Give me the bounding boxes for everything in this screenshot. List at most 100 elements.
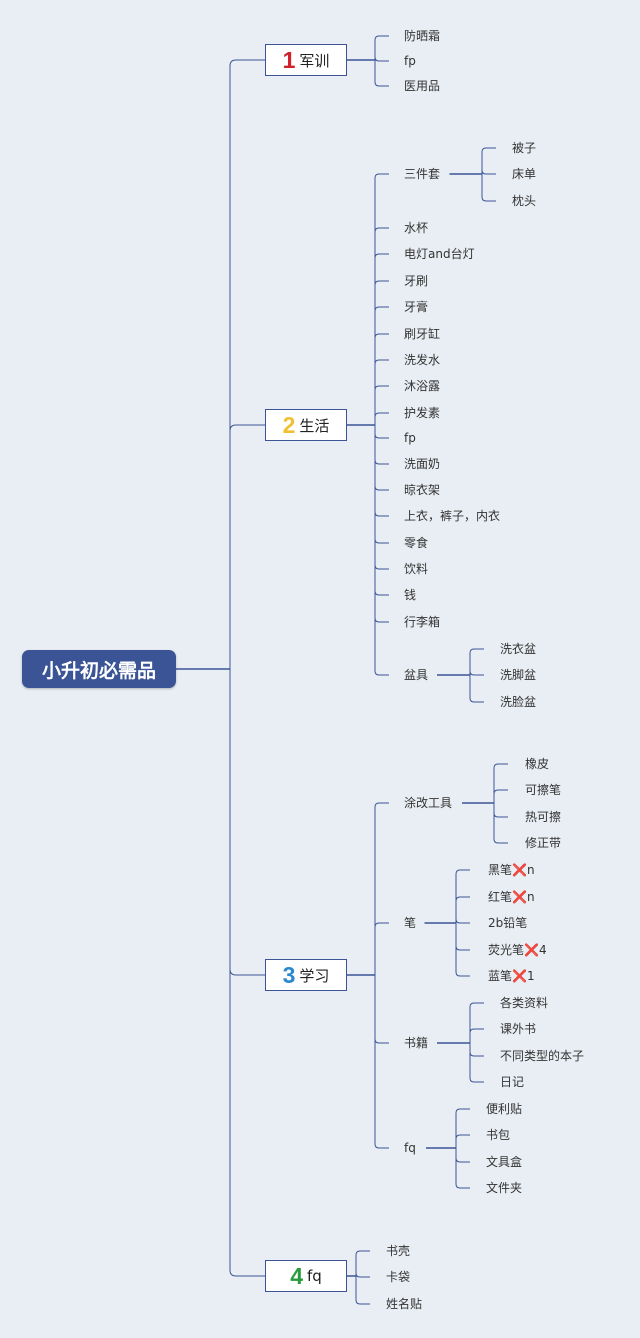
connector — [455, 869, 470, 875]
item-label[interactable]: 洗面奶 — [404, 457, 441, 471]
branch-number: 4 — [290, 1262, 303, 1289]
item-label[interactable]: 刷牙缸 — [404, 327, 441, 341]
sub-item-label[interactable]: 红笔❌n — [488, 890, 535, 904]
branch-label: 生活 — [299, 416, 330, 435]
sub-item-label[interactable]: 日记 — [500, 1075, 525, 1089]
item-label[interactable]: 晾衣架 — [404, 483, 441, 497]
sub-item-label[interactable]: 洗衣盆 — [500, 642, 537, 656]
connector — [455, 945, 470, 951]
connector — [469, 1077, 484, 1083]
connector — [469, 1028, 484, 1034]
connector — [469, 697, 484, 703]
sub-item-label[interactable]: 黑笔❌n — [488, 863, 535, 877]
connector — [374, 35, 389, 41]
connector — [374, 385, 389, 391]
item-label[interactable]: 电灯and台灯 — [404, 247, 475, 261]
sub-item-label[interactable]: 课外书 — [500, 1022, 537, 1036]
item-label[interactable]: 书壳 — [386, 1244, 411, 1258]
item-label[interactable]: 零食 — [404, 536, 429, 550]
connector — [374, 1038, 389, 1044]
connector — [355, 1299, 370, 1305]
sub-item-label[interactable]: 枕头 — [512, 194, 537, 208]
connector — [493, 789, 508, 795]
item-label[interactable]: 水杯 — [404, 221, 429, 235]
item-label[interactable]: 饮料 — [404, 562, 429, 576]
connector — [374, 280, 389, 286]
connector — [374, 922, 389, 928]
connector — [374, 81, 389, 87]
sub-item-label[interactable]: 被子 — [512, 141, 537, 155]
sub-item-label[interactable]: 热可擦 — [525, 810, 562, 824]
connector — [374, 56, 389, 62]
connector — [455, 1108, 470, 1114]
connector — [481, 147, 496, 153]
sub-item-label[interactable]: 书包 — [486, 1128, 511, 1142]
branch-label: 学习 — [299, 966, 330, 985]
connector — [455, 1157, 470, 1163]
connector — [229, 669, 265, 1277]
connector — [455, 918, 470, 924]
sub-item-label[interactable]: 洗脚盆 — [500, 668, 537, 682]
connector — [374, 538, 389, 544]
connector — [469, 1051, 484, 1057]
item-label[interactable]: fp — [404, 54, 416, 68]
item-label[interactable]: 牙膏 — [404, 300, 429, 314]
item-label[interactable]: 笔 — [404, 916, 417, 930]
sub-item-label[interactable]: 洗脸盆 — [500, 695, 537, 709]
connector — [229, 669, 265, 976]
sub-item-label[interactable]: 2b铅笔 — [488, 916, 528, 930]
root-node[interactable]: 小升初必需品 — [22, 650, 176, 688]
connector — [493, 812, 508, 818]
branch-number: 3 — [282, 961, 296, 988]
sub-item-label[interactable]: 文件夹 — [486, 1181, 523, 1195]
item-label[interactable]: 书籍 — [404, 1036, 429, 1050]
sub-item-label[interactable]: 橡皮 — [525, 757, 550, 771]
branch-number: 2 — [282, 411, 296, 438]
connector — [355, 1250, 370, 1256]
item-label[interactable]: 洗发水 — [404, 353, 441, 367]
connector — [374, 511, 389, 517]
connector — [374, 590, 389, 596]
branch-label: 军训 — [299, 51, 330, 70]
sub-item-label[interactable]: 可擦笔 — [525, 783, 562, 797]
sub-item-label[interactable]: 不同类型的本子 — [500, 1049, 585, 1063]
item-label[interactable]: 钱 — [404, 588, 417, 602]
item-label[interactable]: 医用品 — [404, 79, 441, 93]
connector — [229, 59, 265, 669]
sub-item-label[interactable]: 文具盒 — [486, 1155, 523, 1169]
item-label[interactable]: 姓名贴 — [386, 1297, 423, 1311]
connector — [374, 485, 389, 491]
item-label[interactable]: 上衣，裤子，内衣 — [404, 509, 501, 523]
item-label[interactable]: fq — [404, 1141, 416, 1155]
item-label[interactable]: 盆具 — [404, 668, 429, 682]
branch-label: fq — [306, 1267, 322, 1285]
item-label[interactable]: 护发素 — [404, 406, 441, 420]
root-label: 小升初必需品 — [41, 659, 156, 682]
item-label[interactable]: 防晒霜 — [404, 29, 441, 43]
connector — [469, 648, 484, 654]
item-label[interactable]: 行李箱 — [404, 615, 441, 629]
sub-item-label[interactable]: 便利贴 — [486, 1102, 523, 1116]
connector — [374, 306, 389, 312]
sub-item-label[interactable]: 蓝笔❌1 — [488, 969, 535, 983]
connector — [455, 1183, 470, 1189]
item-label[interactable]: 三件套 — [404, 167, 441, 181]
item-label[interactable]: 涂改工具 — [404, 796, 453, 810]
sub-item-label[interactable]: 各类资料 — [500, 996, 549, 1010]
item-label[interactable]: 卡袋 — [386, 1270, 411, 1284]
connector — [374, 173, 389, 179]
item-label[interactable]: 牙刷 — [404, 274, 429, 288]
item-label[interactable]: 沐浴露 — [404, 379, 441, 393]
connector — [374, 802, 389, 808]
sub-item-label[interactable]: 修正带 — [525, 836, 562, 850]
item-label[interactable]: fp — [404, 431, 416, 445]
sub-item-label[interactable]: 床单 — [512, 167, 537, 181]
connector — [493, 838, 508, 844]
connector — [455, 896, 470, 902]
sub-item-label[interactable]: 荧光笔❌4 — [488, 943, 547, 957]
